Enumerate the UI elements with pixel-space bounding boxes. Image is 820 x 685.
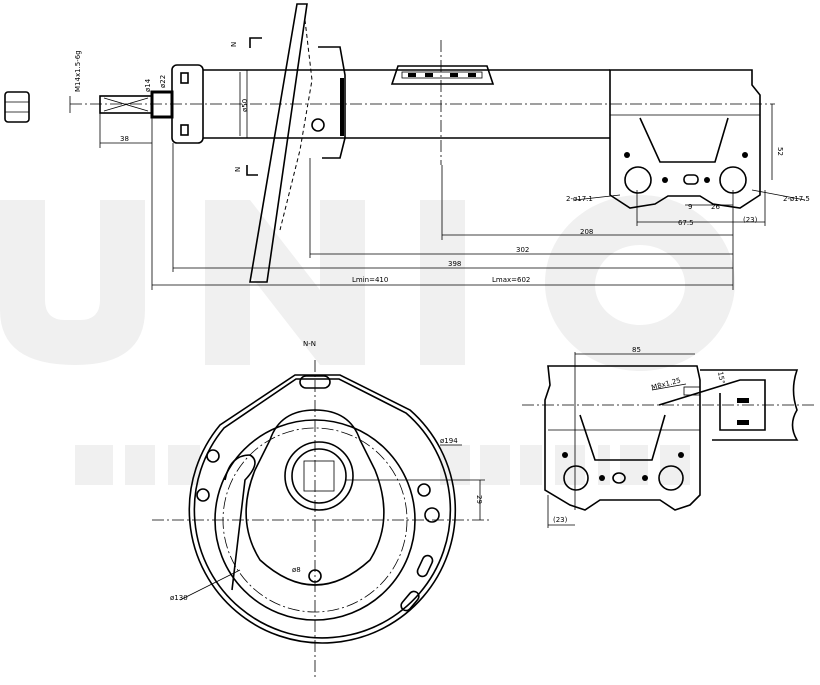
lmin-label: Lmin=410 xyxy=(352,276,388,284)
slots xyxy=(400,554,434,612)
stud-dia-label: ø14 xyxy=(144,78,152,92)
mount-holes xyxy=(196,449,440,583)
section-mark-top: N xyxy=(230,42,238,47)
knuckle-bracket xyxy=(609,69,761,209)
stabilizer-bracket xyxy=(390,65,495,85)
dim-23: (23) xyxy=(743,216,758,224)
thread-label: M8x1.25 xyxy=(650,376,681,392)
section-title: N-N xyxy=(303,340,316,348)
bearing xyxy=(284,441,354,511)
angle-label: 15° xyxy=(716,371,726,385)
watermark-logo xyxy=(0,195,735,485)
stud-length-label: 38 xyxy=(120,135,129,143)
dim-85: 85 xyxy=(632,346,641,354)
watermark-subtext xyxy=(75,445,690,485)
outer-dia-label: ø194 xyxy=(440,437,458,445)
small-hole-label: ø8 xyxy=(292,566,301,574)
dim-26: 26 xyxy=(711,203,720,211)
hole-left-label: 2-ø17.1 xyxy=(566,195,593,203)
side-view: M14x1.5-6g ø14 ø22 38 ø50 N N 2-ø17.1 2-… xyxy=(4,3,810,290)
pcd-label: ø130 xyxy=(170,594,188,602)
dim-208: 208 xyxy=(580,228,593,236)
section-view: N-N ø194 29 ø8 ø130 xyxy=(152,340,490,680)
thread-label: M14x1.5-6g xyxy=(74,50,82,92)
dim-9: 9 xyxy=(688,203,692,211)
nut xyxy=(4,91,30,123)
dim-302: 302 xyxy=(516,246,529,254)
lmax-label: Lmax=602 xyxy=(492,276,530,284)
dim-52: 52 xyxy=(776,147,784,156)
bracket-view: 85 M8x1.25 15° (23) xyxy=(522,346,815,528)
damper-body xyxy=(203,46,610,159)
section-mark-bottom: N xyxy=(234,167,242,172)
threaded-stud xyxy=(99,64,204,144)
hole-right-label: 2-ø17.5 xyxy=(783,195,810,203)
dim-23: (23) xyxy=(553,516,568,524)
dimension-lines xyxy=(69,70,806,290)
rod-section xyxy=(303,460,335,492)
dim-398: 398 xyxy=(448,260,461,268)
section-markers xyxy=(246,37,262,176)
locating-holes xyxy=(624,152,748,183)
spring-seat-plate xyxy=(249,3,313,283)
dim-67-5: 67.5 xyxy=(678,219,694,227)
collar-dia-label: ø22 xyxy=(159,75,167,88)
body-dia-label: ø50 xyxy=(241,99,249,112)
pcd-circle xyxy=(222,427,408,613)
offset-label: 29 xyxy=(475,495,483,504)
